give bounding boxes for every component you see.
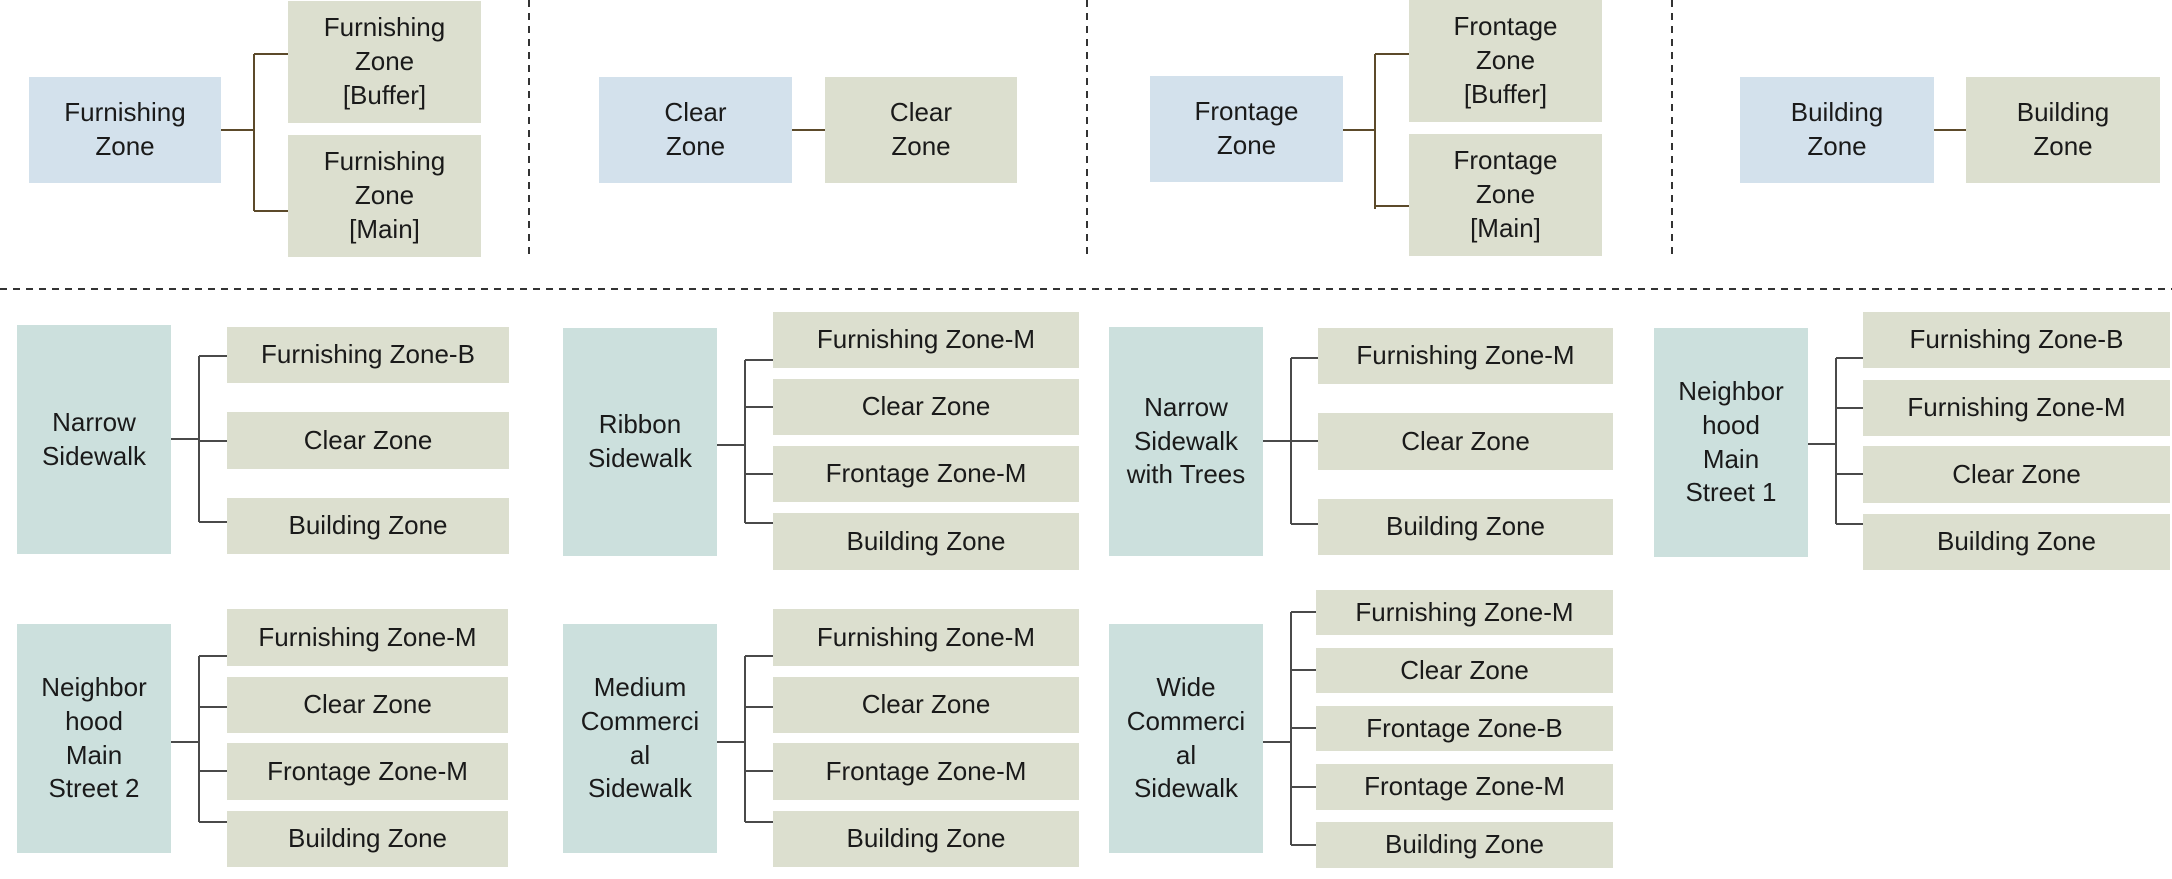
sidewalk-type-wide-commercial-sidewalk: Wide Commerci al Sidewalk (1109, 624, 1263, 853)
sidewalk-zone: Furnishing Zone-M (773, 312, 1079, 368)
zone-box-clear: Clear Zone (599, 77, 792, 183)
component-box-frontage-main: Frontage Zone [Main] (1409, 134, 1602, 256)
connector-furnishing (221, 53, 288, 212)
connector-medium-commercial (717, 655, 773, 823)
sidewalk-zone: Building Zone (1316, 822, 1613, 868)
sidewalk-zone: Clear Zone (1318, 413, 1613, 470)
connector-ribbon-sidewalk (717, 359, 773, 524)
sidewalk-zone: Frontage Zone-M (1316, 764, 1613, 810)
sidewalk-zone: Frontage Zone-M (773, 743, 1079, 800)
sidewalk-zone: Building Zone (1863, 514, 2170, 570)
connector-neighborhood-1 (1808, 357, 1863, 525)
sidewalk-type-medium-commercial-sidewalk: Medium Commerci al Sidewalk (563, 624, 717, 853)
sidewalk-type-narrow-sidewalk-with-trees: Narrow Sidewalk with Trees (1109, 327, 1263, 556)
sidewalk-zone: Frontage Zone-M (227, 743, 508, 800)
sidewalk-type-narrow-sidewalk: Narrow Sidewalk (17, 325, 171, 554)
zone-box-furnishing: Furnishing Zone (29, 77, 221, 183)
sidewalk-zone: Building Zone (227, 811, 508, 867)
component-box-furnishing-buffer: Furnishing Zone [Buffer] (288, 1, 481, 123)
sidewalk-zone: Furnishing Zone-M (227, 609, 508, 666)
sidewalk-zone: Building Zone (227, 498, 509, 554)
sidewalk-zone: Frontage Zone-M (773, 446, 1079, 502)
sidewalk-zone: Building Zone (773, 513, 1079, 570)
sidewalk-zone: Frontage Zone-B (1316, 706, 1613, 751)
sidewalk-zone: Clear Zone (227, 677, 508, 733)
sidewalk-zone: Furnishing Zone-M (773, 609, 1079, 666)
connector-frontage (1343, 53, 1409, 209)
zone-box-building: Building Zone (1740, 77, 1934, 183)
sidewalk-zone: Clear Zone (1863, 446, 2170, 503)
sidewalk-type-neighborhood-main-street-2: Neighbor hood Main Street 2 (17, 624, 171, 853)
sidewalk-zone: Furnishing Zone-M (1316, 590, 1613, 635)
sidewalk-zone: Furnishing Zone-B (1863, 312, 2170, 368)
connector-narrow-sidewalk (171, 355, 227, 523)
sidewalk-zone: Building Zone (1318, 499, 1613, 555)
zone-box-frontage: Frontage Zone (1150, 76, 1343, 182)
sidewalk-zone: Furnishing Zone-M (1863, 380, 2170, 436)
sidewalk-type-neighborhood-main-street-1: Neighbor hood Main Street 1 (1654, 328, 1808, 557)
connector-neighborhood-2 (171, 655, 227, 823)
component-box-frontage-buffer: Frontage Zone [Buffer] (1409, 0, 1602, 122)
sidewalk-zone: Clear Zone (773, 379, 1079, 435)
sidewalk-zone: Building Zone (773, 811, 1079, 867)
component-box-building: Building Zone (1966, 77, 2160, 183)
sidewalk-zone: Clear Zone (773, 677, 1079, 733)
connector-wide-commercial (1263, 611, 1316, 846)
component-box-furnishing-main: Furnishing Zone [Main] (288, 135, 481, 257)
component-box-clear: Clear Zone (825, 77, 1017, 183)
sidewalk-zone: Clear Zone (1316, 648, 1613, 693)
sidewalk-zone: Furnishing Zone-M (1318, 328, 1613, 384)
sidewalk-type-ribbon-sidewalk: Ribbon Sidewalk (563, 328, 717, 556)
sidewalk-zone: Furnishing Zone-B (227, 327, 509, 383)
connector-narrow-sidewalk-trees (1263, 357, 1318, 525)
sidewalk-zone: Clear Zone (227, 412, 509, 469)
